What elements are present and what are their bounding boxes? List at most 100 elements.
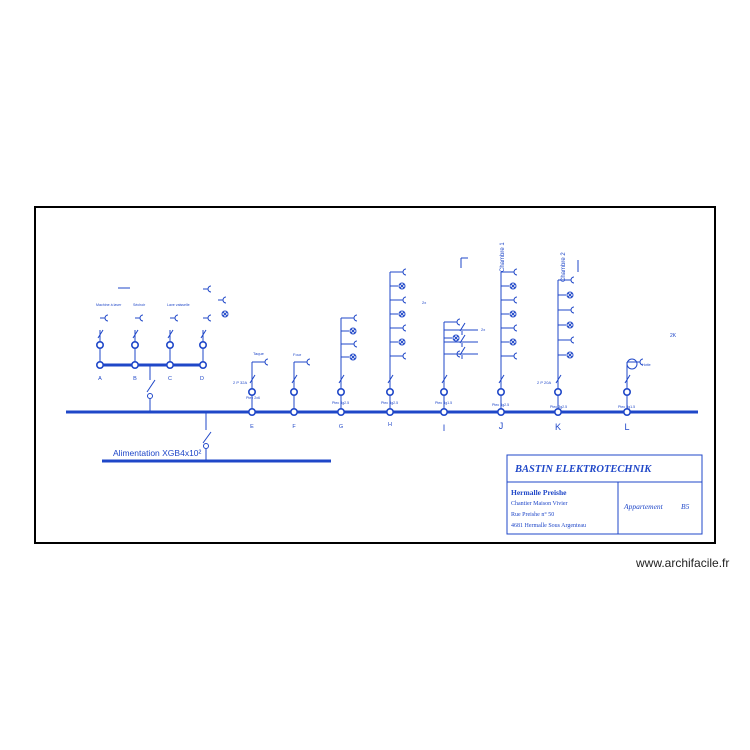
label-2x-i: 2x [481, 327, 485, 332]
circuit-l-outlet-0 [639, 358, 644, 366]
circuit-h-bus-node [385, 407, 394, 416]
circuit-b-switch-blade [132, 329, 139, 339]
circuit-k-lamp-3 [566, 321, 574, 329]
circuit-d-outlet-2 [207, 285, 212, 293]
circuit-letters: A B C D E F G H I J K L [98, 376, 629, 433]
circuit-k-lamp-5-x2 [567, 352, 573, 358]
circuit-b-outlet [139, 314, 144, 322]
circuit-k-outlet-4 [570, 336, 575, 344]
circuit-h-outlet-2 [402, 296, 407, 304]
circuit-g-node [336, 387, 345, 396]
cable-k: Ptec 3g2.5 [550, 405, 567, 409]
cable-labels: Ptec 2x6 Ptec 3g2.5 Ptec 3g2.5 Ptec 3g1.… [246, 396, 635, 409]
cable-l: Ptec 3g1.5 [618, 405, 635, 409]
circuit-f-switch-blade [291, 374, 298, 384]
circuit-f-bus-node [289, 407, 298, 416]
circuit-a-node [96, 340, 105, 349]
circuit-f-outlet-0 [306, 358, 311, 366]
circuit-h-lamp-1-x2 [399, 283, 405, 289]
circuit-i-node [439, 387, 448, 396]
label-lave-vaisselle: Lave vaisselle [167, 303, 190, 307]
circuit-letter-c: C [168, 376, 172, 382]
cable-g: Ptec 3g2.5 [332, 401, 349, 405]
circuit-k-lamp-5 [566, 351, 574, 359]
circuit-h-switch-blade [387, 374, 394, 384]
circuit-e-outlet-0 [264, 358, 269, 366]
circuit-h-lamp-5-x2 [399, 339, 405, 345]
circuit-l-bus-node [622, 407, 631, 416]
circuit-j-outlet-6 [513, 352, 518, 360]
title-block: BASTIN ELEKTROTECHNIK Hermalle Preishe C… [506, 454, 703, 535]
circuit-j-lamp-1 [509, 282, 517, 290]
circuit-j-outlet-4 [513, 324, 518, 332]
circuit-letter-f: F [292, 424, 296, 430]
drawing-frame [34, 206, 716, 544]
label-chambre-1: Chambre 1 [500, 242, 506, 272]
circuit-j-outlet-2 [513, 296, 518, 304]
circuit-e-switch-blade [249, 374, 256, 384]
circuit-g-lamp-3 [349, 353, 357, 361]
circuit-k-lamp-1 [566, 291, 574, 299]
circuit-letter-e: E [250, 424, 254, 430]
circuit-e-bus-node [248, 407, 257, 416]
circuit-h-lamp-1 [398, 282, 406, 290]
circuit-d-node [199, 340, 208, 349]
circuit-a-switch-blade [97, 329, 104, 339]
circuit-j-lamp-5 [509, 338, 517, 346]
circuit-j-lamp-1-x2 [510, 283, 516, 289]
circuit-h-lamp-3 [398, 310, 406, 318]
circuit-k-outlet-2 [570, 306, 575, 314]
circuit-i-sub-switch-0-blade [459, 322, 466, 332]
circuit-g-lamp-1 [349, 327, 357, 335]
label-four: Four [293, 352, 302, 357]
circuit-letter-i: I [443, 423, 446, 433]
circuit-j-lamp-3 [509, 310, 517, 318]
circuit-k-outlet-0 [570, 276, 575, 284]
circuit-a-bus-node [96, 360, 105, 369]
circuit-k-lamp-3-x2 [567, 322, 573, 328]
circuit-labels: Machine à laver Séchoir Lave vaisselle T… [96, 242, 677, 367]
circuit-d-lamp-x2 [222, 311, 228, 317]
circuit-j-node [496, 387, 505, 396]
circuit-h-node [385, 387, 394, 396]
breaker-e: 2 P 32A [233, 380, 247, 385]
circuit-j-bus-node [496, 407, 505, 416]
cable-h: Ptec 3g2.5 [381, 401, 398, 405]
circuit-b-bus-node [131, 360, 140, 369]
circuit-g-lamp-3-x2 [350, 354, 356, 360]
label-chambre-2: Chambre 2 [561, 252, 567, 282]
circuit-g-switch-blade [338, 374, 345, 384]
circuit-letter-a: A [98, 376, 102, 382]
circuit-branches [96, 257, 644, 416]
circuit-l-hotte-symbol [626, 358, 638, 370]
circuit-a-outlet [104, 314, 109, 322]
circuit-d-outlet [207, 314, 212, 322]
circuit-j-outlet-0 [513, 268, 518, 276]
circuit-k-node [553, 387, 562, 396]
circuit-k-bus-node [553, 407, 562, 416]
circuit-e-node [248, 387, 257, 396]
label-2k: 2K [670, 333, 677, 339]
title-unit-label: Appartement [623, 502, 664, 511]
group-feeder [146, 365, 156, 412]
circuit-letter-h: H [388, 422, 392, 428]
cable-e: Ptec 2x6 [246, 396, 260, 400]
circuit-h-lamp-3-x2 [399, 311, 405, 317]
circuit-letter-k: K [555, 422, 561, 432]
circuit-letter-l: L [624, 422, 629, 432]
title-client: Hermalle Preishe [511, 488, 567, 497]
circuit-letter-d: D [200, 376, 204, 382]
circuit-d-switch-blade [200, 329, 207, 339]
title-city: 4681 Hermalle Sous Argenteau [511, 523, 586, 529]
title-unit-number: B5 [681, 502, 690, 511]
label-2x-h: 2x [422, 300, 426, 305]
circuit-h-lamp-5 [398, 338, 406, 346]
label-sechoir: Séchoir [133, 303, 146, 307]
title-street: Rue Preishe n° 50 [511, 511, 554, 518]
circuit-g-outlet-0 [353, 314, 358, 322]
circuit-l-node [622, 387, 631, 396]
watermark: www.archifacile.fr [636, 556, 730, 570]
circuit-h-outlet-6 [402, 352, 407, 360]
title-project: Chantier Maison Vivier [511, 501, 568, 507]
